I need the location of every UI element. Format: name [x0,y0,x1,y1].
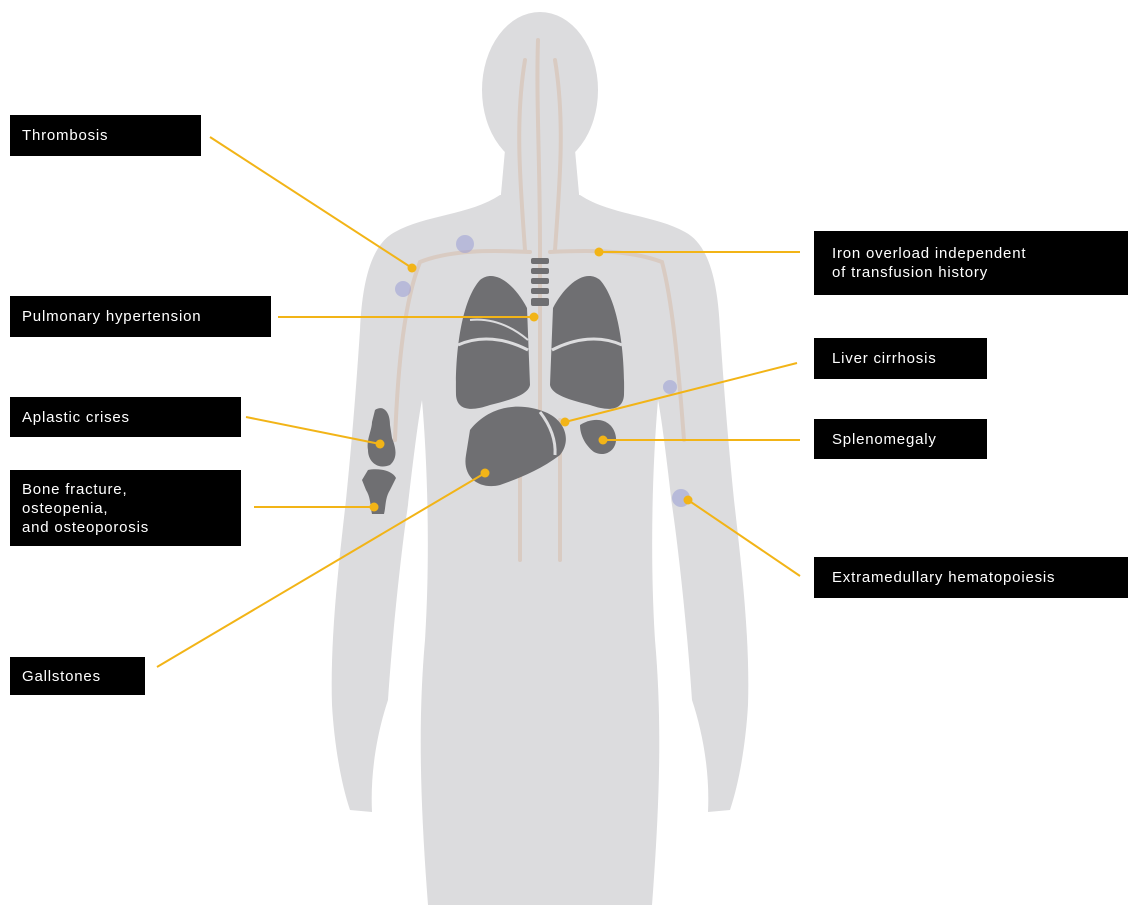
label-extramedullary-hematopoiesis-text: Extramedullary hematopoiesis [832,568,1055,587]
leader-thrombosis [210,137,412,268]
label-liver-cirrhosis: Liver cirrhosis [814,338,987,379]
label-thrombosis: Thrombosis [10,115,201,156]
label-iron-overload-text: Iron overload independent of transfusion… [832,244,1026,282]
hotspot-right-elbow [663,380,677,394]
label-aplastic-crises-text: Aplastic crises [22,408,130,427]
label-liver-cirrhosis-text: Liver cirrhosis [832,349,937,368]
label-splenomegaly: Splenomegaly [814,419,987,459]
label-bone-fracture: Bone fracture, osteopenia, and osteoporo… [10,470,241,546]
label-pulmonary-hypertension-text: Pulmonary hypertension [22,307,201,326]
hotspot-shoulder [456,235,474,253]
hotspot-upperarm [395,281,411,297]
label-iron-overload: Iron overload independent of transfusion… [814,231,1128,295]
label-bone-fracture-text: Bone fracture, osteopenia, and osteoporo… [22,480,149,537]
label-aplastic-crises: Aplastic crises [10,397,241,437]
label-extramedullary-hematopoiesis: Extramedullary hematopoiesis [814,557,1128,598]
label-pulmonary-hypertension: Pulmonary hypertension [10,296,271,337]
label-gallstones: Gallstones [10,657,145,695]
label-gallstones-text: Gallstones [22,667,101,686]
label-thrombosis-text: Thrombosis [22,126,108,145]
label-splenomegaly-text: Splenomegaly [832,430,937,449]
